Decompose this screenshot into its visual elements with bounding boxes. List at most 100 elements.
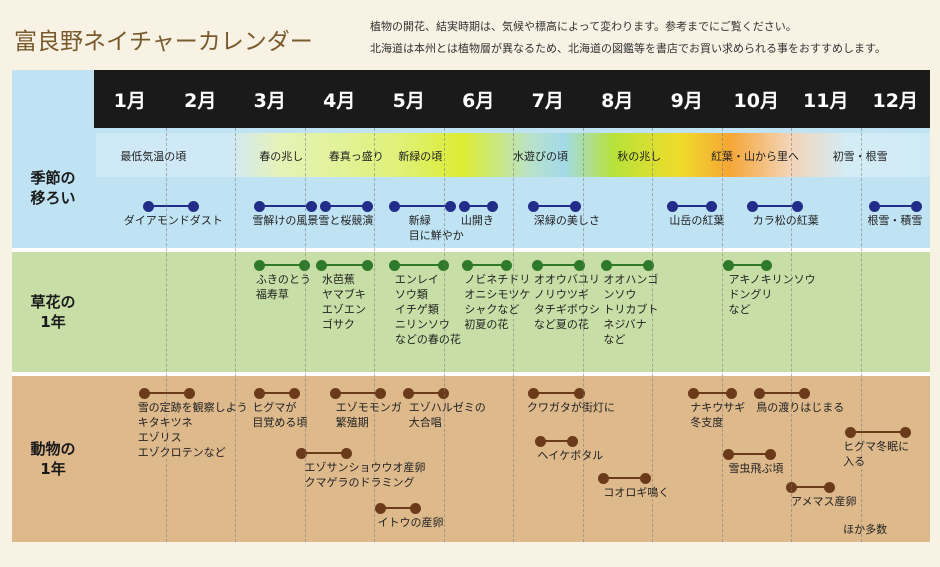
flower-event-label: オオハンゴ ンソウ トリカブト ネジバナ など [603,273,659,346]
animal-event-label: クワガタが街灯に [526,401,615,414]
season-event-bar [752,205,798,207]
season-event-label: 深緑の美しさ [533,214,600,227]
season-band-text: 春の兆し [259,150,304,163]
season-row: 季節の 移ろい 最低気温の頃春の兆し春真っ盛り新緑の頃水遊びの頃秋の兆し紅葉・山… [12,128,930,248]
season-event-bar [148,205,194,207]
animal-event-dot [597,472,609,484]
animal-event-dot [403,387,415,399]
animal-row: 動物の 1年 雪の定跡を観察しよう キタキツネ エゾリス エゾクロテンなどヒグマ… [12,376,930,542]
flower-event-bar [394,264,444,266]
season-event-dot [570,200,582,212]
header-corner [12,70,94,128]
month-9: 9月 [652,70,722,128]
season-event-dot [792,200,804,212]
month-6: 6月 [443,70,513,128]
season-event-label: 山岳の紅葉 [669,214,725,227]
flower-event-bar [259,264,305,266]
flower-event-dot [462,259,474,271]
animal-event-bar [301,452,347,454]
month-1: 1月 [94,70,166,128]
season-band-text: 秋の兆し [617,150,662,163]
season-event-dot [910,200,922,212]
season-event-dot [389,200,401,212]
animal-event-dot [528,387,540,399]
month-divider [860,128,862,542]
animal-event-label: ほか多数 [843,523,888,536]
season-event-dot [528,200,540,212]
flower-event-dot [761,259,773,271]
month-divider [235,128,236,542]
season-band-text: 初雪・根雪 [832,150,888,163]
animal-event-dot [844,426,856,438]
animal-event-dot [573,387,585,399]
flower-event-dot [643,259,655,271]
animal-event-dot [330,387,342,399]
animal-event-label: エゾモモンガ 繁殖期 [335,401,402,429]
month-4: 4月 [304,70,374,128]
flower-event-dot [316,259,328,271]
note-line-2: 北海道は本州とは植物層が異なるため、北海道の図鑑等を書店でお買い求められる事をお… [370,42,886,55]
animal-event-dot [375,502,387,514]
animal-event-dot [799,387,811,399]
season-event-dot [361,200,373,212]
flower-event-label: アキノキリンソウ ドングリ など [728,273,816,316]
season-event-label: 雪と桜競演 [318,214,374,227]
animal-event-bar [259,392,295,394]
flower-event-dot [389,259,401,271]
flower-event-dot [531,259,543,271]
month-2: 2月 [165,70,235,128]
animal-event-label: コオロギ鳴く [603,486,670,499]
season-event-dot [747,200,759,212]
season-event-label: 雪解けの風景 [252,214,319,227]
month-divider [304,128,306,542]
month-3: 3月 [235,70,305,128]
month-divider [165,128,167,542]
season-event-dot [444,200,456,212]
flower-event-label: 水芭蕉 ヤマブキ エゾエン ゴサク [321,273,366,331]
animal-event-label: ナキウサギ 冬支度 [690,401,746,429]
animal-event-label: エゾハルゼミの 大合唱 [408,401,486,429]
animal-event-bar [144,392,190,394]
animal-event-dot [375,387,387,399]
page-title: 富良野ネイチャーカレンダー [14,29,313,55]
animal-event-label: エゾサンショウウオ産卵 クマゲラのドラミング [304,461,426,489]
animal-event-dot [688,387,700,399]
animal-event-dot [823,481,835,493]
flower-label: 草花の 1年 [30,293,76,331]
animal-event-bar [408,392,444,394]
animal-event-bar [791,486,830,488]
season-band-text: 新緑の頃 [398,150,443,163]
flower-event-label: エンレイ ソウ類 イチゲ類 ニリンソウ などの春の花 [394,273,461,346]
season-event-bar [672,205,712,207]
flower-event-dot [361,259,373,271]
season-event-dot [319,200,331,212]
flower-event-label: ふきのとう 福寿草 [255,273,311,301]
season-event-bar [394,205,451,207]
flower-event-bar [606,264,649,266]
animal-event-label: アメマス産卵 [791,495,857,508]
month-7: 7月 [513,70,583,128]
season-event-dot [868,200,880,212]
flower-row: 草花の 1年 ふきのとう 福寿草水芭蕉 ヤマブキ エゾエン ゴサクエンレイ ソウ… [12,252,930,372]
month-divider [791,128,792,542]
season-band-text: 春真っ盛り [328,150,384,163]
animal-event-dot [726,387,738,399]
month-12: 12月 [860,70,930,128]
animal-event-bar [603,477,646,479]
season-event-dot [305,200,317,212]
animal-event-dot [253,387,265,399]
month-divider [513,128,514,542]
animal-event-dot [288,387,300,399]
season-event-dot [486,200,498,212]
season-event-bar [874,205,917,207]
flower-event-label: ノビネチドリ オニシモツケ シャクなど 初夏の花 [464,273,531,331]
season-event-bar [325,205,368,207]
animal-event-dot [535,435,547,447]
animal-label: 動物の 1年 [30,440,76,478]
animal-event-dot [566,435,578,447]
animal-event-bar [759,392,805,394]
animal-event-dot [139,387,151,399]
animal-event-dot [639,472,651,484]
